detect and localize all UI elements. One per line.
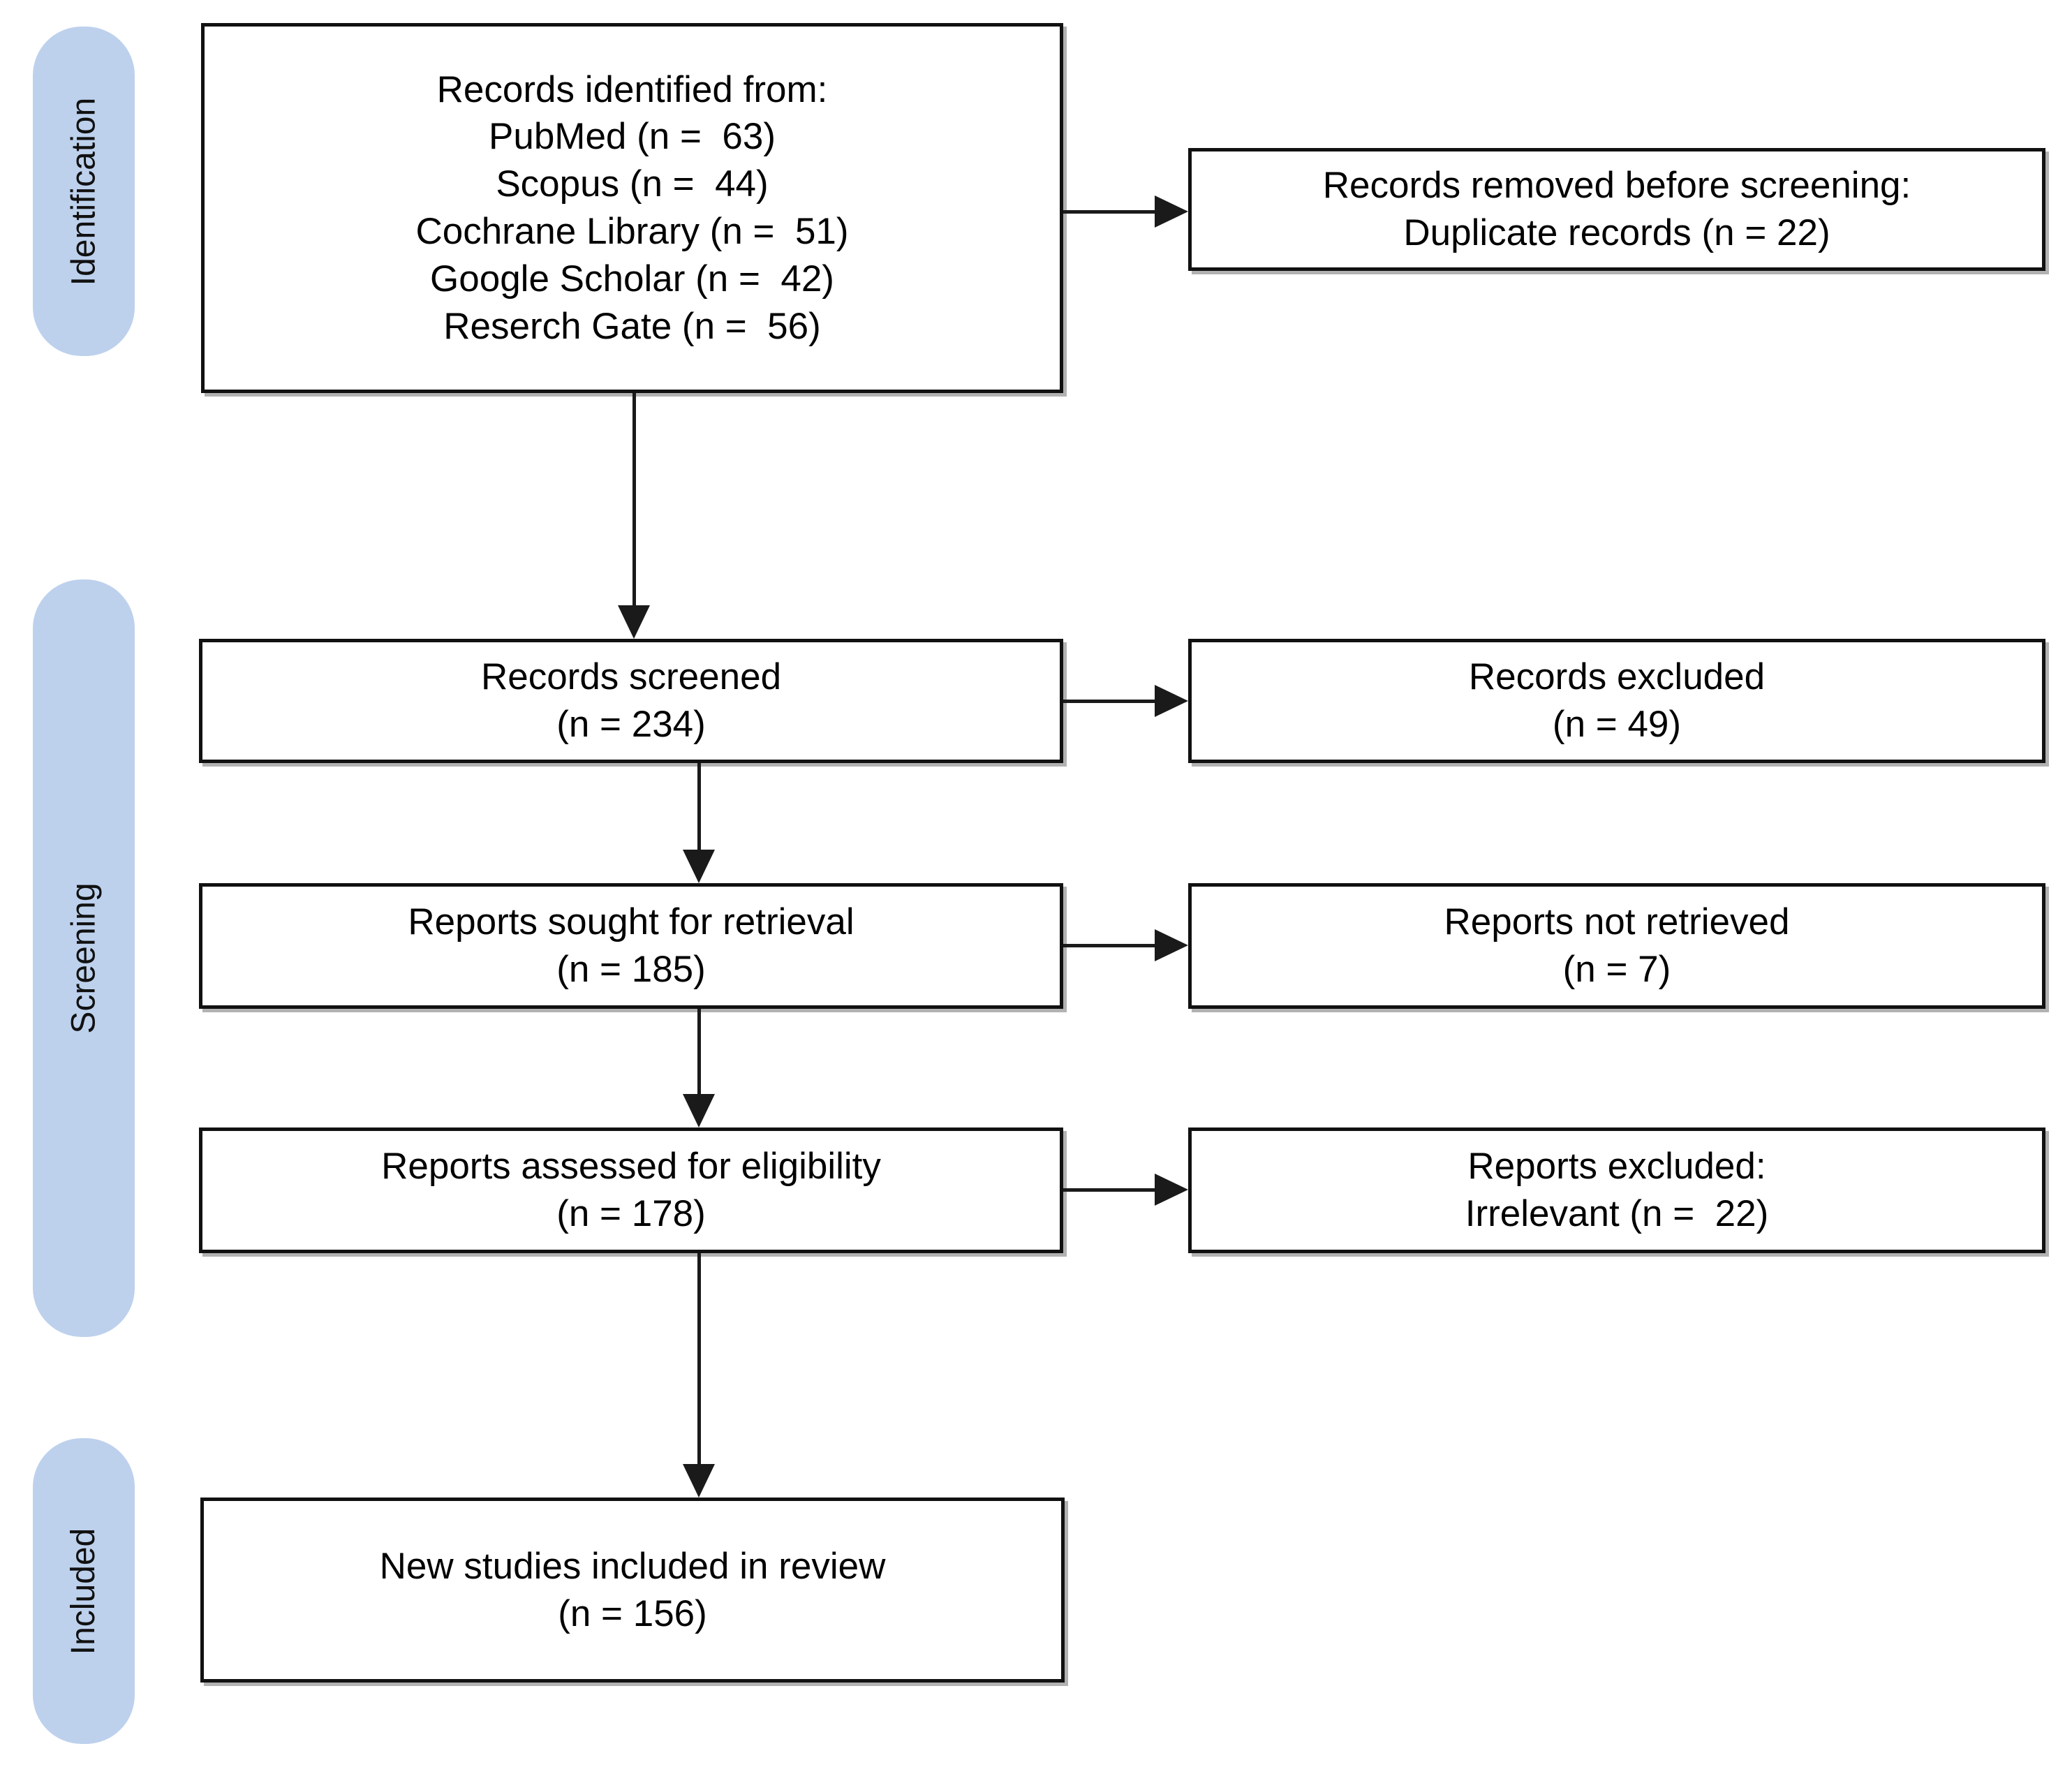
- box-reports-assessed: Reports assessed for eligibility (n = 17…: [199, 1128, 1063, 1253]
- stage-label-included: Included: [65, 1528, 103, 1655]
- connector-identified-to-removed-line: [1063, 210, 1155, 214]
- box-new-studies-included-text: New studies included in review (n = 156): [379, 1545, 886, 1634]
- box-records-screened: Records screened (n = 234): [199, 639, 1063, 763]
- connector-sought-to-notretrieved-arrow-icon: [1155, 929, 1188, 961]
- box-reports-not-retrieved-text: Reports not retrieved (n = 7): [1444, 901, 1790, 990]
- stage-pill-screening: Screening: [33, 579, 135, 1337]
- box-reports-sought: Reports sought for retrieval (n = 185): [199, 883, 1063, 1009]
- connector-assessed-to-reportsexcluded-arrow-icon: [1155, 1174, 1188, 1206]
- connector-assessed-to-reportsexcluded-line: [1063, 1188, 1155, 1192]
- connector-sought-to-notretrieved-line: [1063, 944, 1155, 947]
- stage-label-screening: Screening: [65, 882, 103, 1034]
- connector-assessed-to-included-arrow-icon: [683, 1464, 715, 1498]
- box-new-studies-included: New studies included in review (n = 156): [200, 1498, 1065, 1683]
- connector-assessed-to-included-line: [697, 1253, 701, 1465]
- connector-identified-to-screened-arrow-icon: [618, 605, 650, 639]
- connector-screened-to-excluded-line: [1063, 700, 1155, 703]
- box-records-excluded-text: Records excluded (n = 49): [1468, 656, 1766, 745]
- box-records-screened-text: Records screened (n = 234): [480, 656, 782, 745]
- connector-sought-to-assessed-arrow-icon: [683, 1094, 715, 1128]
- box-reports-not-retrieved: Reports not retrieved (n = 7): [1188, 883, 2045, 1009]
- box-reports-sought-text: Reports sought for retrieval (n = 185): [408, 901, 854, 990]
- connector-screened-to-sought-arrow-icon: [683, 850, 715, 883]
- box-records-identified: Records identified from: PubMed (n = 63)…: [201, 23, 1063, 393]
- stage-label-identification: Identification: [65, 97, 103, 286]
- box-records-identified-text: Records identified from: PubMed (n = 63)…: [415, 68, 849, 347]
- stage-pill-identification: Identification: [33, 27, 135, 356]
- connector-identified-to-screened-line: [632, 393, 636, 607]
- connector-sought-to-assessed-line: [697, 1009, 701, 1095]
- stage-pill-included: Included: [33, 1438, 135, 1744]
- box-records-removed-text: Records removed before screening: Duplic…: [1322, 165, 1911, 253]
- box-reports-assessed-text: Reports assessed for eligibility (n = 17…: [381, 1146, 881, 1234]
- box-reports-excluded-text: Reports excluded: Irrelevant (n = 22): [1465, 1146, 1769, 1234]
- box-records-removed: Records removed before screening: Duplic…: [1188, 148, 2045, 271]
- connector-screened-to-sought-line: [697, 763, 701, 851]
- box-records-excluded: Records excluded (n = 49): [1188, 639, 2045, 763]
- connector-identified-to-removed-arrow-icon: [1155, 195, 1188, 228]
- box-reports-excluded: Reports excluded: Irrelevant (n = 22): [1188, 1128, 2045, 1253]
- connector-screened-to-excluded-arrow-icon: [1155, 685, 1188, 717]
